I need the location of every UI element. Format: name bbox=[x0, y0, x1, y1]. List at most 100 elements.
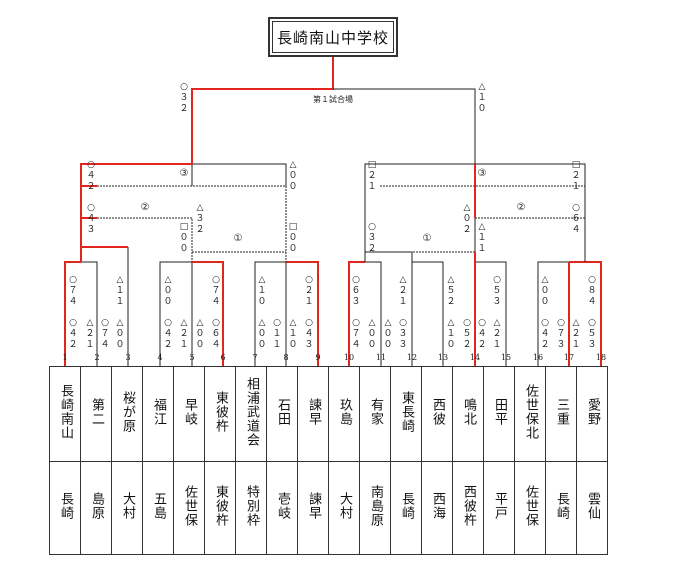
winner-path bbox=[64, 261, 81, 366]
score-mark: ○ bbox=[352, 275, 360, 285]
score-mark: ２ bbox=[179, 329, 188, 339]
winner-path bbox=[192, 261, 224, 366]
score-mark: △ bbox=[259, 275, 266, 285]
score-mark: １ bbox=[115, 297, 124, 307]
score-mark: １ bbox=[272, 340, 281, 350]
score-mark: ０ bbox=[540, 297, 549, 307]
score-mark: ０ bbox=[540, 286, 549, 296]
score-mark: ２ bbox=[163, 340, 172, 350]
score-mark: △ bbox=[448, 275, 455, 285]
position-number: 16 bbox=[533, 353, 543, 362]
score-mark: ７ bbox=[68, 286, 77, 296]
score-mark: △ bbox=[385, 318, 392, 328]
winner-path bbox=[80, 246, 128, 262]
score-mark: ○ bbox=[305, 318, 313, 328]
score-mark: １ bbox=[304, 297, 313, 307]
score-mark: □ bbox=[180, 222, 189, 232]
position-number: 11 bbox=[376, 353, 386, 362]
school-cell: 東長崎 bbox=[390, 366, 422, 462]
score-mark: ○ bbox=[588, 318, 596, 328]
score-mark: ２ bbox=[492, 329, 501, 339]
region-cell: 特別枠 bbox=[235, 461, 267, 555]
score-mark: ４ bbox=[571, 225, 580, 235]
score-mark: ０ bbox=[195, 329, 204, 339]
score-mark: ７ bbox=[211, 286, 220, 296]
score-mark: ２ bbox=[571, 171, 580, 181]
score-mark: ０ bbox=[163, 286, 172, 296]
score-mark: １ bbox=[179, 340, 188, 350]
score-mark: ○ bbox=[493, 275, 501, 285]
school-cell-text: 早岐 bbox=[182, 397, 197, 426]
score-mark: １ bbox=[272, 329, 281, 339]
region-cell-text: 西彼杵 bbox=[461, 484, 476, 527]
score-mark: ３ bbox=[179, 93, 188, 103]
score-mark: ○ bbox=[463, 318, 471, 328]
score-mark: ２ bbox=[398, 286, 407, 296]
position-number: 17 bbox=[564, 353, 574, 362]
score-mark: １ bbox=[492, 340, 501, 350]
position-number: 14 bbox=[470, 353, 480, 362]
score-mark: ○ bbox=[101, 318, 109, 328]
position-number: 4 bbox=[157, 353, 162, 362]
score-mark: ０ bbox=[446, 340, 455, 350]
region-cell-text: 西海 bbox=[430, 491, 445, 520]
score-mark: ５ bbox=[446, 286, 455, 296]
score-mark: ７ bbox=[100, 329, 109, 339]
score-mark: ２ bbox=[304, 286, 313, 296]
match-label: ② bbox=[141, 202, 150, 213]
score-mark: １ bbox=[115, 286, 124, 296]
region-cell: 島原 bbox=[80, 461, 112, 555]
score-mark: ２ bbox=[446, 297, 455, 307]
region-cell: 東彼杵 bbox=[204, 461, 236, 555]
score-mark: ６ bbox=[571, 214, 580, 224]
score-mark: ４ bbox=[211, 340, 220, 350]
score-mark: ３ bbox=[351, 297, 360, 307]
school-cell: 東彼杵 bbox=[204, 366, 236, 462]
score-mark: ○ bbox=[478, 318, 486, 328]
region-cell-text: 東彼杵 bbox=[213, 484, 228, 527]
match-label: ② bbox=[517, 202, 526, 213]
school-cell: 早岐 bbox=[173, 366, 205, 462]
school-cell-text: 田平 bbox=[492, 397, 507, 426]
region-cell: 大村 bbox=[111, 461, 143, 555]
school-cell-text: 長崎南山 bbox=[58, 383, 73, 440]
score-mark: ０ bbox=[179, 244, 188, 254]
match-label: ① bbox=[234, 233, 243, 244]
score-mark: ０ bbox=[367, 329, 376, 339]
bracket-line bbox=[191, 163, 287, 186]
bracket-line bbox=[364, 163, 380, 262]
score-mark: △ bbox=[448, 318, 455, 328]
score-mark: ４ bbox=[540, 329, 549, 339]
score-mark: ○ bbox=[368, 222, 376, 232]
score-mark: ６ bbox=[211, 329, 220, 339]
school-cell-text: 愛野 bbox=[585, 397, 600, 426]
score-mark: ２ bbox=[367, 171, 376, 181]
score-mark: ２ bbox=[462, 340, 471, 350]
score-mark: ０ bbox=[257, 340, 266, 350]
region-cell: 大村 bbox=[328, 461, 360, 555]
score-mark: ０ bbox=[462, 214, 471, 224]
score-mark: △ bbox=[117, 275, 124, 285]
score-mark: １ bbox=[446, 329, 455, 339]
score-mark: ○ bbox=[69, 275, 77, 285]
score-mark: ７ bbox=[351, 329, 360, 339]
score-mark: △ bbox=[165, 275, 172, 285]
school-cell: 諫早 bbox=[297, 366, 329, 462]
score-mark: ４ bbox=[477, 329, 486, 339]
match-label: ③ bbox=[478, 168, 487, 179]
school-cell-text: 東長崎 bbox=[399, 390, 414, 433]
school-cell-text: 東彼杵 bbox=[213, 390, 228, 433]
region-cell: 壱岐 bbox=[266, 461, 298, 555]
score-mark: △ bbox=[259, 318, 266, 328]
score-mark: ２ bbox=[179, 104, 188, 114]
score-mark: ５ bbox=[587, 329, 596, 339]
score-mark: １ bbox=[288, 329, 297, 339]
score-mark: △ bbox=[290, 318, 297, 328]
score-mark: △ bbox=[542, 275, 549, 285]
region-cell-text: 大村 bbox=[120, 491, 135, 520]
position-number: 12 bbox=[407, 353, 417, 362]
region-cell: 佐世保 bbox=[173, 461, 205, 555]
score-mark: ０ bbox=[257, 329, 266, 339]
score-mark: ５ bbox=[492, 286, 501, 296]
